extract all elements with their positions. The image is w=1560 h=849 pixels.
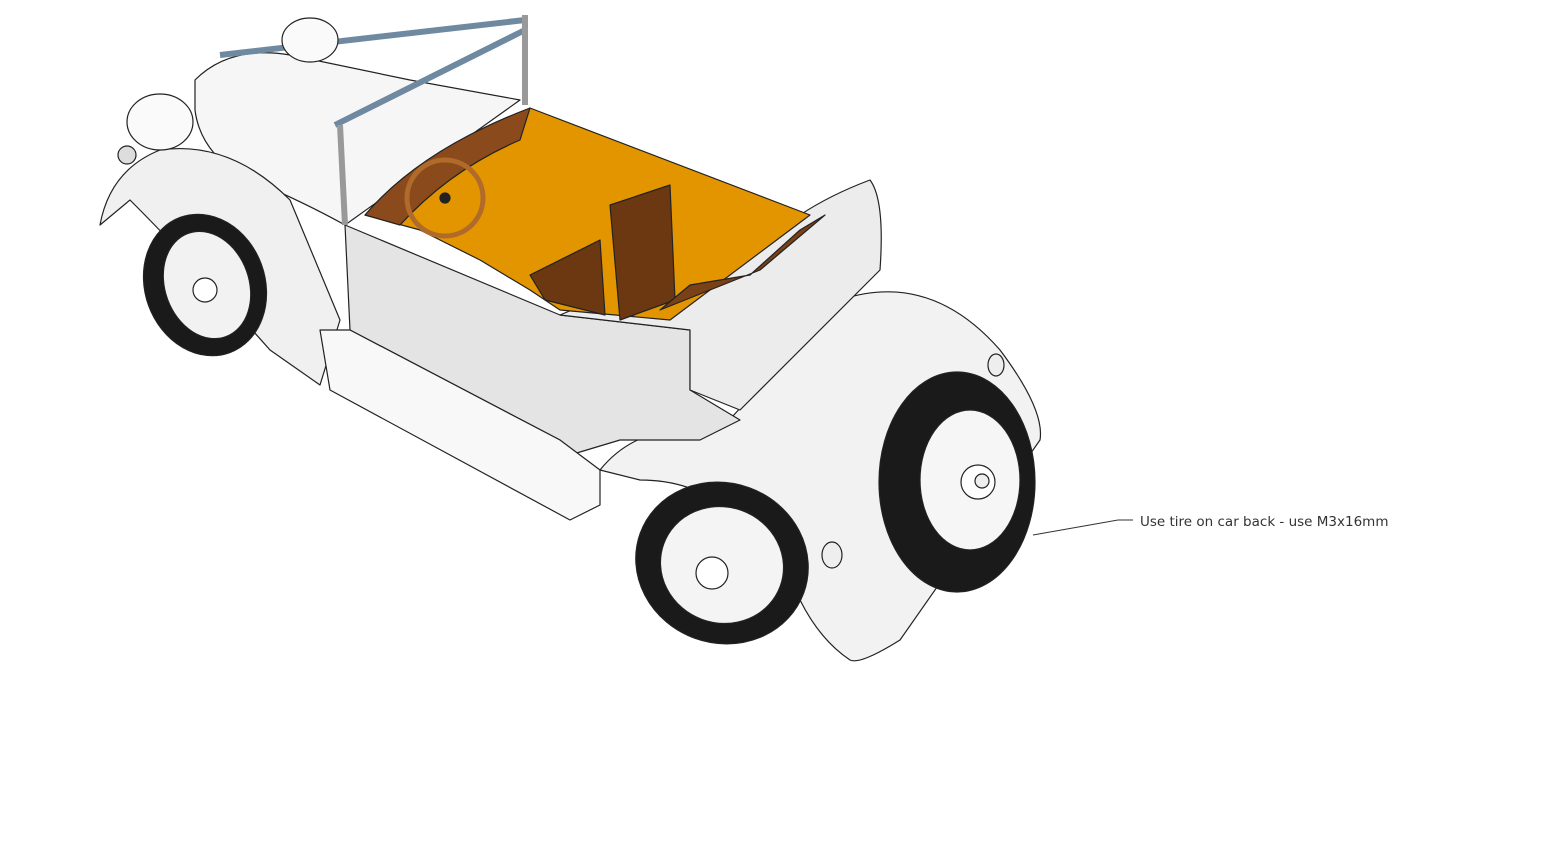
tail-light bbox=[987, 353, 1005, 377]
windshield-top bbox=[219, 17, 526, 58]
steering-wheel bbox=[404, 157, 486, 239]
tail-light bbox=[821, 541, 843, 569]
annotation-label: Use tire on car back - use M3x16mm bbox=[1140, 514, 1389, 530]
headlight bbox=[281, 17, 339, 63]
spare-tire bbox=[878, 371, 1036, 593]
headlight bbox=[126, 93, 194, 151]
front-wheel bbox=[142, 213, 268, 357]
rear-deck bbox=[559, 179, 882, 411]
front-seat-left bbox=[529, 239, 606, 316]
front-seat bbox=[609, 184, 676, 321]
windshield-post bbox=[337, 124, 348, 226]
running-board bbox=[319, 329, 601, 521]
rear-wheel bbox=[635, 481, 809, 645]
rear-seat bbox=[659, 214, 826, 311]
annotation-leader bbox=[1032, 519, 1133, 536]
